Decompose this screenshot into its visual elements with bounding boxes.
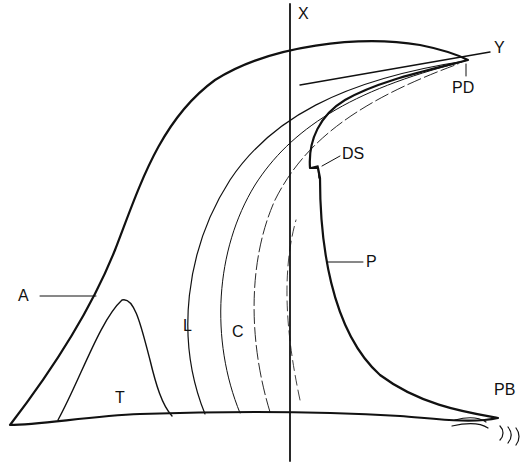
leader-line	[328, 262, 363, 263]
growth-line	[254, 64, 458, 412]
part-label: Y	[494, 40, 505, 56]
part-label: C	[232, 324, 244, 340]
leader-line	[466, 64, 467, 76]
part-label: T	[115, 390, 125, 406]
part-label: P	[366, 254, 377, 270]
growth-line	[287, 220, 300, 400]
leader-line	[40, 296, 96, 297]
ray-mark	[500, 426, 519, 445]
ray-mark	[452, 418, 488, 428]
part-label: DS	[342, 146, 364, 162]
part-label: L	[183, 318, 192, 334]
notch	[310, 166, 319, 178]
part-label: X	[298, 6, 309, 22]
fin-outline	[10, 41, 498, 425]
part-label: PD	[452, 80, 474, 96]
growth-line	[221, 62, 462, 413]
axis-line	[289, 4, 291, 461]
part-label: PB	[494, 382, 515, 398]
leader-line	[322, 156, 340, 166]
part-label: A	[18, 288, 29, 304]
growth-line	[188, 61, 465, 414]
basal-region	[58, 300, 172, 420]
